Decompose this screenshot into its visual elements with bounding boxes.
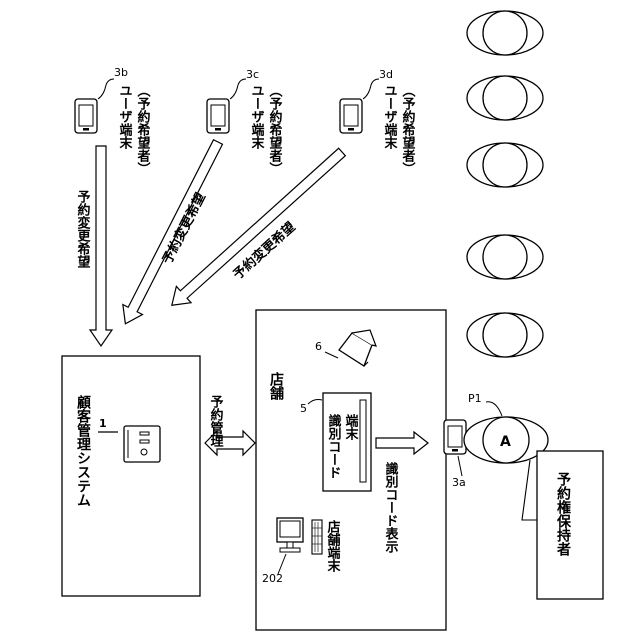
terminal-role: （予約希望者） bbox=[267, 84, 284, 175]
user-terminal-3b: 3b ユーザ端末 （予約希望者） bbox=[75, 66, 151, 175]
holder-badge: A bbox=[500, 434, 511, 450]
arrow-label: 予約管理 bbox=[208, 395, 224, 447]
terminal-label: ユーザ端末 bbox=[117, 84, 134, 150]
server-icon bbox=[124, 426, 160, 462]
customer-management-system: 顧客管理システム 1 bbox=[62, 356, 200, 596]
smartphone-icon bbox=[75, 99, 97, 133]
store: 店舗 6 識別コード 端末 5 bbox=[256, 310, 446, 630]
callout-pointer bbox=[522, 460, 537, 520]
terminal-label: ユーザ端末 bbox=[249, 84, 266, 150]
terminal-ref: 3c bbox=[246, 68, 259, 81]
leader-line bbox=[363, 79, 379, 99]
reservation-holder: 3a A P1 予約権保持者 bbox=[444, 392, 603, 599]
store-label: 店舗 bbox=[268, 371, 285, 401]
id-code-terminal: 識別コード 端末 bbox=[323, 393, 371, 491]
holder-ref: P1 bbox=[468, 392, 482, 405]
leader-line bbox=[458, 456, 462, 476]
smartphone-icon bbox=[207, 99, 229, 133]
camera-ref: 6 bbox=[315, 340, 322, 353]
terminal-label-2: 端末 bbox=[343, 413, 360, 441]
arrow-label: 識別コード表示 bbox=[383, 461, 400, 554]
person-4 bbox=[467, 235, 543, 279]
id-terminal-ref: 5 bbox=[300, 402, 307, 415]
callout-label: 予約権保持者 bbox=[555, 472, 572, 556]
system-ref: 1 bbox=[99, 417, 107, 430]
change-request-arrow-1: 予約変更希望 bbox=[75, 146, 113, 346]
terminal-role: （予約希望者） bbox=[400, 84, 417, 175]
person-queue bbox=[467, 11, 543, 357]
user-terminal-3d: 3d ユーザ端末 （予約希望者） bbox=[340, 68, 416, 175]
reservation-management-arrow: 予約管理 bbox=[205, 395, 255, 455]
pc-ref: 202 bbox=[262, 572, 283, 585]
terminal-role: （予約希望者） bbox=[135, 84, 152, 175]
phone-ref: 3a bbox=[452, 476, 466, 489]
person-2 bbox=[467, 76, 543, 120]
leader-line bbox=[230, 79, 246, 99]
terminal-ref: 3d bbox=[379, 68, 393, 81]
leader-line bbox=[486, 402, 502, 416]
smartphone-icon bbox=[340, 99, 362, 133]
smartphone-icon bbox=[444, 420, 466, 454]
system-label: 顧客管理システム bbox=[75, 394, 92, 507]
leader-line bbox=[98, 79, 114, 99]
arrow-shape bbox=[90, 146, 112, 346]
pc-label: 店舗端末 bbox=[325, 519, 342, 573]
person-1 bbox=[467, 11, 543, 55]
store-pc-icon bbox=[277, 518, 322, 554]
change-request-arrow-2: 予約変更希望 bbox=[116, 137, 228, 329]
terminal-slot bbox=[360, 400, 366, 482]
terminal-label: ユーザ端末 bbox=[382, 84, 399, 150]
person-5 bbox=[467, 313, 543, 357]
arrow-shape bbox=[116, 137, 228, 329]
arrow-label: 予約変更希望 bbox=[75, 190, 91, 269]
terminal-label: 識別コード bbox=[326, 413, 343, 479]
user-terminal-3c: 3c ユーザ端末 （予約希望者） bbox=[207, 68, 283, 175]
terminal-ref: 3b bbox=[114, 66, 128, 79]
person-3 bbox=[467, 143, 543, 187]
